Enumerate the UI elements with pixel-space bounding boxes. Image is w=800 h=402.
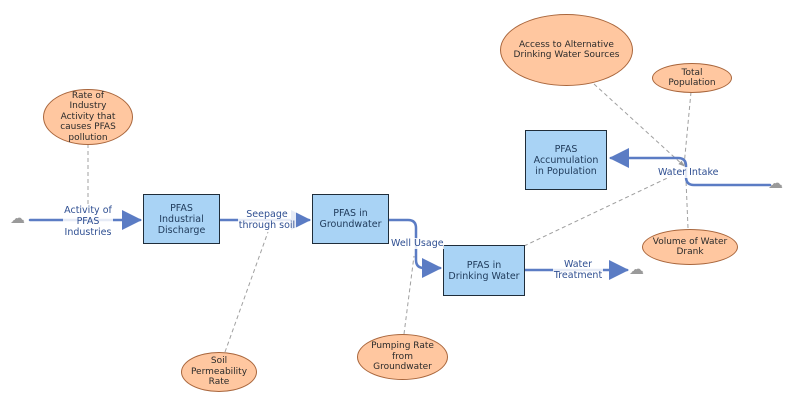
aux-alternative-water-access[interactable]: Access to Alternative Drinking Water Sou… [500, 14, 633, 86]
flow-label-well-usage[interactable]: Well Usage [391, 238, 444, 249]
stock-pfas-industrial-discharge[interactable]: PFAS Industrial Discharge [143, 194, 220, 244]
stock-pfas-accumulation[interactable]: PFAS Accumulation in Population [525, 130, 607, 190]
stock-pfas-in-groundwater[interactable]: PFAS in Groundwater [312, 194, 389, 244]
aux-label: Access to Alternative Drinking Water Sou… [513, 39, 620, 61]
aux-volume-of-water-drank[interactable]: Volume of Water Drank [642, 229, 738, 265]
stock-label: PFAS Accumulation in Population [533, 143, 599, 177]
stock-label: PFAS in Groundwater [319, 208, 382, 230]
stock-label: PFAS in Drinking Water [448, 259, 520, 282]
link-pumping-rate-to-well-usage [403, 255, 415, 335]
sink-cloud-icon: ☁ [629, 260, 644, 278]
aux-label: Total Population [668, 67, 716, 89]
source-cloud-icon: ☁ [10, 209, 25, 227]
aux-label: Volume of Water Drank [652, 236, 728, 258]
link-population-to-intake [683, 91, 692, 167]
stock-label: PFAS Industrial Discharge [157, 202, 206, 236]
aux-label: Rate of Industry Activity that causes PF… [60, 90, 116, 143]
link-drinking-water-to-intake [523, 171, 681, 247]
stock-pfas-in-drinking-water[interactable]: PFAS in Drinking Water [443, 245, 525, 296]
flow-label-water-intake[interactable]: Water Intake [658, 167, 719, 178]
aux-label: Pumping Rate from Groundwater [371, 341, 434, 373]
flow-label-seepage[interactable]: Seepage through soil [238, 209, 296, 231]
flow-label-activity[interactable]: Activity of PFAS Industries [63, 205, 113, 238]
source-cloud-icon: ☁ [768, 174, 783, 192]
aux-industry-activity-rate[interactable]: Rate of Industry Activity that causes PF… [43, 89, 133, 145]
link-soil-permeability-to-seepage [224, 231, 269, 353]
aux-pumping-rate[interactable]: Pumping Rate from Groundwater [357, 334, 448, 380]
aux-soil-permeability-rate[interactable]: Soil Permeability Rate [181, 352, 257, 392]
aux-label: Soil Permeability Rate [190, 356, 248, 388]
flow-label-water-treatment[interactable]: Water Treatment [553, 259, 603, 281]
aux-total-population[interactable]: Total Population [652, 63, 732, 93]
link-volume-to-intake [685, 179, 689, 229]
link-alt-sources-to-intake [593, 83, 685, 167]
